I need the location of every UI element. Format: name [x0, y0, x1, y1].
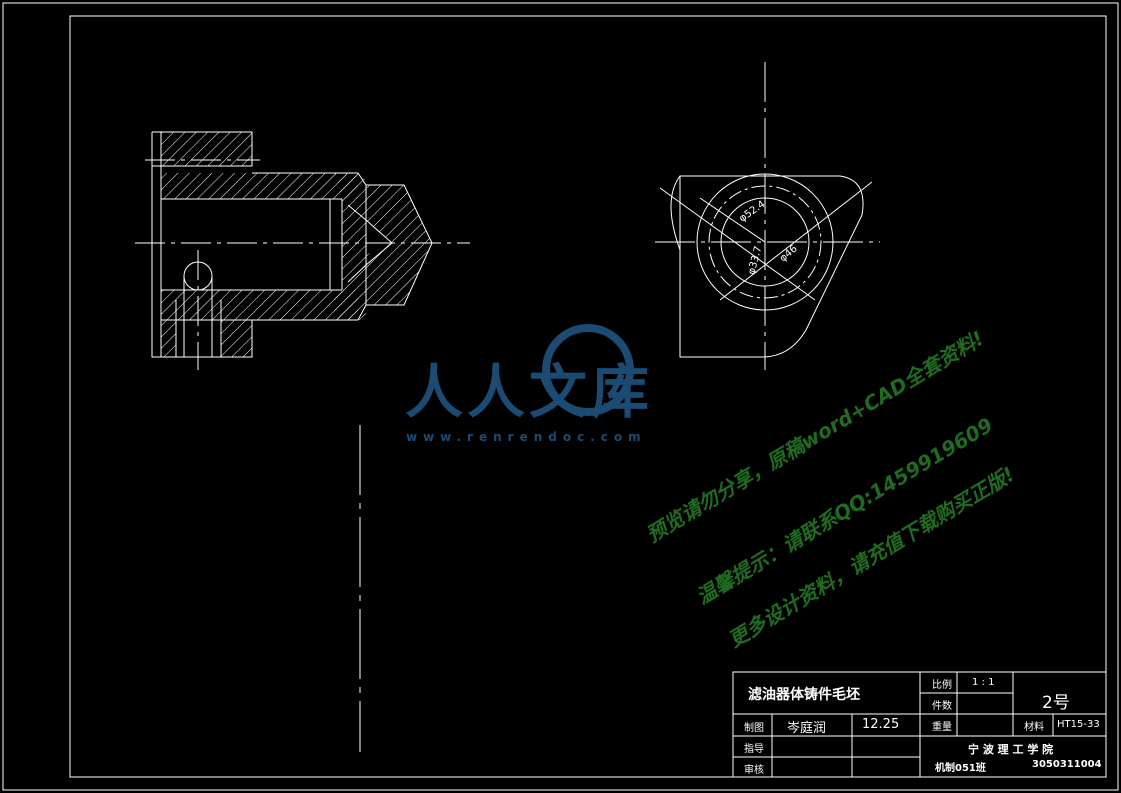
- drawing-title: 滤油器体铸件毛坯: [748, 687, 860, 703]
- dim-phi33: φ33.7: [746, 245, 764, 276]
- sheet-number: 2号: [1042, 693, 1070, 713]
- drawing-frame: [69, 15, 1107, 778]
- scale-label: 比例: [932, 680, 952, 691]
- dim-phi46: φ46: [778, 243, 800, 264]
- drawn-date: 12.25: [862, 717, 900, 732]
- end-view: [655, 62, 880, 370]
- dim-phi52: φ52.4: [737, 199, 767, 225]
- title-block-grid: [732, 671, 1107, 778]
- material-label: 材料: [1024, 722, 1044, 733]
- drawn-label: 制图: [744, 723, 764, 734]
- weight-label: 重量: [932, 722, 952, 733]
- section-hatching: [161, 132, 432, 357]
- instructor-label: 指导: [744, 744, 764, 755]
- quantity-label: 件数: [932, 701, 952, 712]
- class-name: 机制051班: [935, 763, 986, 774]
- drawn-name: 岑庭润: [787, 721, 827, 736]
- school-name: 宁 波 理 工 学 院: [968, 743, 1054, 756]
- logo-watermark-icon: [542, 324, 634, 416]
- scale-value: 1 : 1: [972, 677, 995, 688]
- review-label: 审核: [744, 765, 764, 776]
- logo-text: 人人文库: [405, 358, 654, 426]
- logo-url: www.renrendoc.com: [406, 430, 647, 444]
- student-id: 3050311004: [1032, 759, 1102, 770]
- section-view: [135, 131, 470, 370]
- material-value: HT15-33: [1057, 719, 1100, 730]
